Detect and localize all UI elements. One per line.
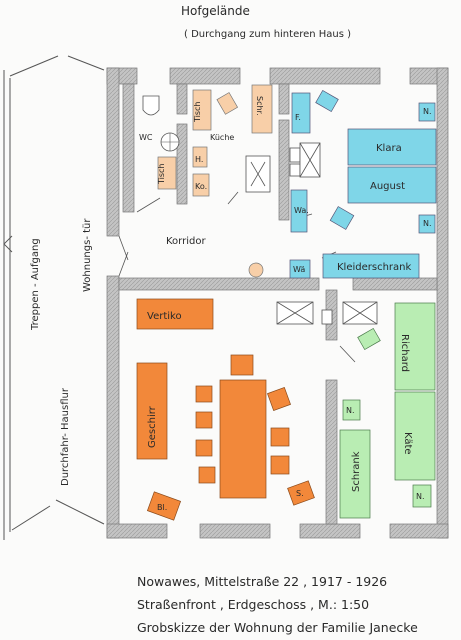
door-label-line: Wohnungs- tür xyxy=(82,218,93,292)
geschirr-label: Geschirr xyxy=(147,405,158,448)
vertiko-label: Vertiko xyxy=(147,311,182,322)
chair-r2 xyxy=(270,427,290,447)
nachttisch-top xyxy=(418,102,436,122)
blue-chair-bottom xyxy=(329,206,355,230)
stair-passage-lines xyxy=(3,55,105,540)
chair-l2 xyxy=(195,411,213,429)
wc-fixtures xyxy=(142,95,180,152)
sessel xyxy=(287,480,315,506)
footer-line-2: Straßenfront , Erdgeschoss , M.: 1:50 xyxy=(137,597,369,612)
blumentisch xyxy=(146,491,182,521)
chair-r3 xyxy=(270,455,290,475)
kitchen-chair xyxy=(216,92,239,115)
green-chair-top xyxy=(357,327,381,351)
s-label: S. xyxy=(296,489,304,498)
n-left-label: N. xyxy=(346,406,355,415)
corridor-label: Korridor xyxy=(166,236,206,247)
vertiko xyxy=(136,298,214,330)
header-subtitle: ( Durchgang zum hinteren Haus ) xyxy=(184,29,351,40)
bed-richard xyxy=(394,302,436,391)
wa-bed-label: Wa. xyxy=(294,206,309,215)
stairs-arrow xyxy=(3,235,13,253)
kitchen-furniture xyxy=(157,84,273,197)
bl-label: Bl. xyxy=(157,503,167,512)
wc-label: WC xyxy=(139,133,153,142)
chair-l3 xyxy=(195,439,213,457)
walls xyxy=(106,67,449,539)
bedroom-furniture xyxy=(289,89,437,279)
living-room-furniture xyxy=(136,298,315,521)
schr-label: Schr. xyxy=(255,96,264,116)
dining-table xyxy=(219,379,267,499)
chair-top xyxy=(230,354,254,376)
middle-fixtures xyxy=(276,301,378,325)
kitchen-cupboard xyxy=(251,84,273,134)
n-right-label: N. xyxy=(416,492,425,501)
schrank xyxy=(339,429,371,519)
august-label: August xyxy=(370,181,405,192)
nachttisch-left xyxy=(342,399,361,421)
footer-line-3: Grobskizze der Wohnung der Familie Janec… xyxy=(137,620,418,635)
passage-label: Durchfahr- Hausflur xyxy=(60,387,71,486)
waschtisch xyxy=(290,189,308,233)
chair-l4 xyxy=(198,466,216,484)
kitchen-label: Küche xyxy=(210,133,234,142)
chair-l1 xyxy=(195,385,213,403)
n-mid-label: N. xyxy=(423,219,432,228)
ko-label: Ko. xyxy=(195,182,207,191)
f-label: F. xyxy=(295,113,301,122)
geschirr xyxy=(136,362,168,460)
bed-august xyxy=(347,166,437,204)
bedroom2-furniture xyxy=(339,302,436,519)
corridor-stool xyxy=(248,262,264,278)
stove xyxy=(245,142,321,193)
klara-label: Klara xyxy=(376,143,402,154)
kaete-label: Käte xyxy=(402,432,413,455)
richard-label: Richard xyxy=(399,334,410,372)
kohlenkasten xyxy=(192,173,210,197)
footer-line-1: Nowawes, Mittelstraße 22 , 1917 - 1926 xyxy=(137,574,387,589)
kitchen-table xyxy=(192,89,212,131)
tisch-top-label: Tisch xyxy=(193,102,202,124)
hocker-h xyxy=(192,146,208,168)
fenster-f xyxy=(291,92,311,134)
schrank-label: Schrank xyxy=(351,451,362,492)
header-title: Hofgelände xyxy=(181,4,250,18)
h-label: H. xyxy=(195,155,203,164)
stairs-label: Treppen - Aufgang xyxy=(30,238,41,331)
bed-klara xyxy=(347,128,437,166)
small-table xyxy=(157,156,177,190)
chair-r1 xyxy=(267,387,291,411)
waesche xyxy=(289,259,311,279)
nachttisch-right xyxy=(412,484,432,508)
bed-kaete xyxy=(394,391,436,481)
wa-bottom-label: Wä xyxy=(293,265,305,274)
blue-chair-top xyxy=(315,89,339,113)
kleiderschrank-label: Kleiderschrank xyxy=(337,262,412,273)
door-marks xyxy=(118,191,356,363)
n-top-label: N. xyxy=(423,107,432,116)
nachttisch-mid xyxy=(418,214,436,234)
tisch-small-label: Tisch xyxy=(157,164,166,186)
kleiderschrank xyxy=(322,253,420,279)
